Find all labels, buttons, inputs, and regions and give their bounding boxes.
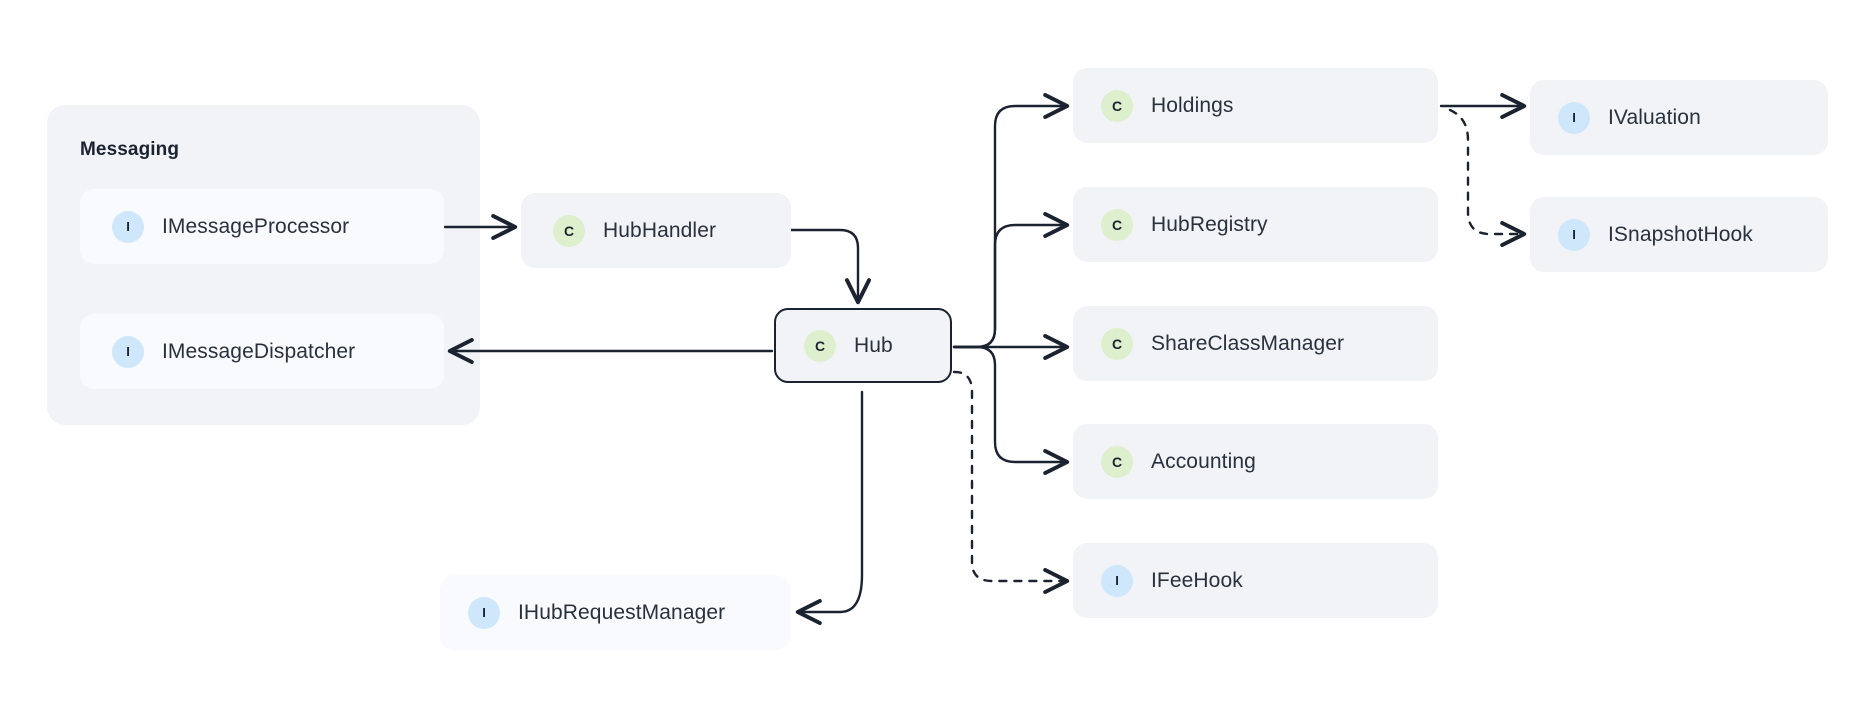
node-label: Accounting <box>1151 449 1256 473</box>
edge-hub-holdings <box>952 93 1070 349</box>
edge-hub-accounting <box>952 345 1070 475</box>
node-imessageprocessor[interactable]: I IMessageProcessor <box>80 189 444 264</box>
node-label: IValuation <box>1608 105 1701 129</box>
edge-ihubrequestmanager-hub <box>795 390 864 625</box>
edge-hub-ifeehook <box>952 370 1070 594</box>
node-label: IHubRequestManager <box>518 600 726 624</box>
class-badge-icon: C <box>553 214 585 247</box>
node-ivaluation[interactable]: I IValuation <box>1530 80 1828 155</box>
node-label: IMessageDispatcher <box>162 339 356 363</box>
node-label: IMessageProcessor <box>162 214 350 238</box>
edge-hubhandler-hub <box>789 228 871 305</box>
class-badge-icon: C <box>1101 208 1133 241</box>
node-holdings[interactable]: C Holdings <box>1073 68 1438 143</box>
node-hub[interactable]: C Hub <box>774 308 952 383</box>
interface-badge-icon: I <box>1101 564 1133 597</box>
node-label: ISnapshotHook <box>1608 222 1753 246</box>
edge-holdings-isnapshothook <box>1448 108 1527 247</box>
node-ihubrequestmanager[interactable]: I IHubRequestManager <box>440 575 790 650</box>
node-label: HubHandler <box>603 218 717 242</box>
interface-badge-icon: I <box>1558 101 1590 134</box>
class-badge-icon: C <box>1101 327 1133 360</box>
node-imessagedispatcher[interactable]: I IMessageDispatcher <box>80 314 444 389</box>
node-accounting[interactable]: C Accounting <box>1073 424 1438 499</box>
node-label: Hub <box>854 333 893 357</box>
node-shareclassmanager[interactable]: C ShareClassManager <box>1073 306 1438 381</box>
node-hubhandler[interactable]: C HubHandler <box>521 193 791 268</box>
class-badge-icon: C <box>804 329 836 362</box>
group-messaging-label: Messaging <box>80 139 180 160</box>
node-label: IFeeHook <box>1151 568 1243 592</box>
class-badge-icon: C <box>1101 89 1133 122</box>
class-badge-icon: C <box>1101 445 1133 478</box>
interface-badge-icon: I <box>112 335 144 368</box>
node-hubregistry[interactable]: C HubRegistry <box>1073 187 1438 262</box>
interface-badge-icon: I <box>1558 218 1590 251</box>
interface-badge-icon: I <box>112 210 144 243</box>
node-ifeehook[interactable]: I IFeeHook <box>1073 543 1438 618</box>
node-label: HubRegistry <box>1151 212 1268 236</box>
interface-badge-icon: I <box>468 596 500 629</box>
node-label: Holdings <box>1151 93 1234 117</box>
node-isnapshothook[interactable]: I ISnapshotHook <box>1530 197 1828 272</box>
node-label: ShareClassManager <box>1151 331 1345 355</box>
edge-hub-hubregistry <box>952 212 1070 349</box>
